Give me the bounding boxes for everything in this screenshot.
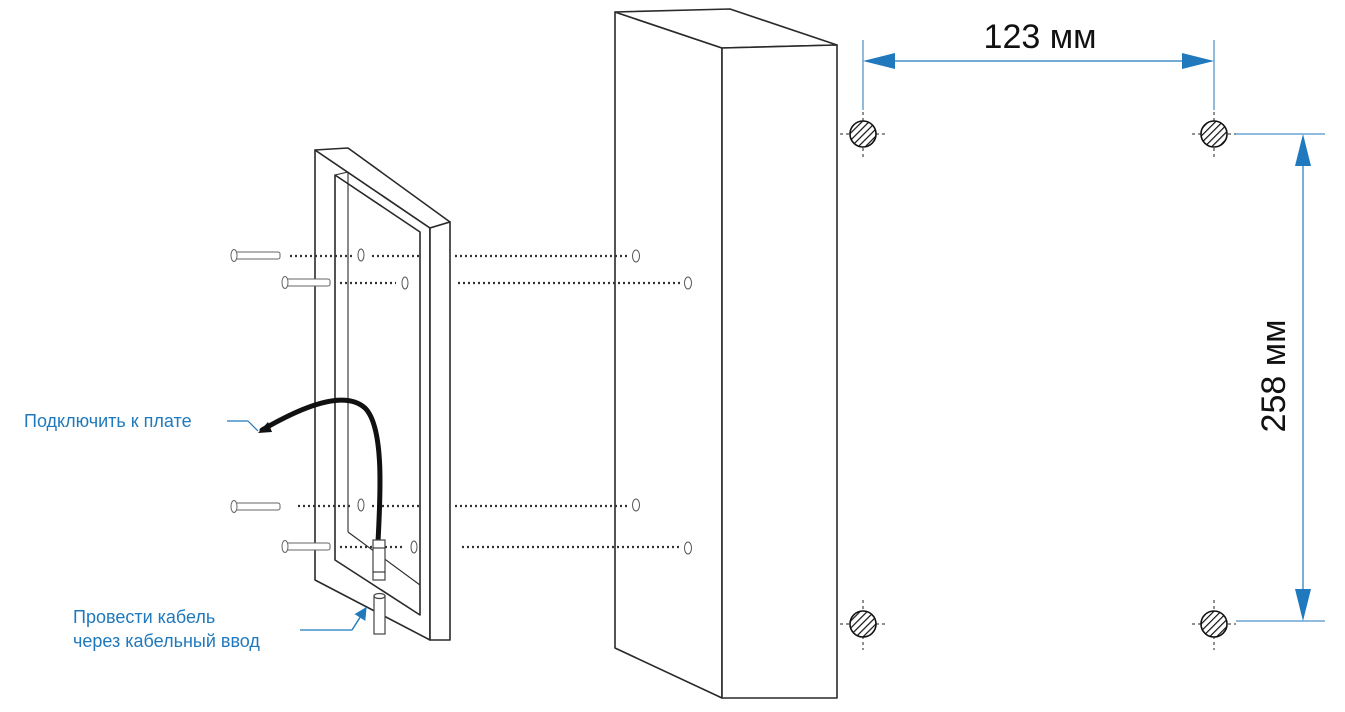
device-frame: [314, 147, 451, 641]
screw: [281, 276, 331, 289]
cable-routing-label-line1: Провести кабель: [73, 607, 215, 627]
horizontal-dimension-label: 123 мм: [984, 18, 1097, 56]
wall-hole: [684, 541, 692, 555]
wall-hole: [632, 249, 640, 263]
screw: [230, 500, 281, 513]
mount-hole-bottom-right: [1192, 600, 1236, 650]
wall-hole: [632, 498, 640, 512]
connect-to-board-label: Подключить к плате: [24, 411, 192, 431]
callout-leaders: [227, 420, 367, 631]
mount-hole-top-left: [840, 112, 888, 160]
cable: [258, 397, 383, 545]
vertical-dimension: [1236, 133, 1325, 622]
screw: [230, 249, 281, 262]
frame-hole: [357, 498, 365, 512]
screws: [230, 249, 331, 553]
screw: [281, 540, 331, 553]
cable-routing-label-line2: через кабельный ввод: [73, 631, 260, 651]
frame-hole: [401, 276, 409, 290]
wall-hole: [684, 276, 692, 290]
mount-hole-bottom-left: [840, 600, 888, 650]
frame-hole: [410, 540, 418, 554]
wall-block: [614, 8, 838, 699]
alignment-lines: [290, 254, 680, 549]
horizontal-dimension: [862, 40, 1215, 110]
cable-gland: [372, 539, 386, 635]
mount-hole-top-right: [1192, 112, 1236, 160]
frame-hole: [357, 248, 365, 262]
mount-holes: [840, 112, 1236, 650]
vertical-dimension-label: 258 мм: [1255, 320, 1293, 433]
